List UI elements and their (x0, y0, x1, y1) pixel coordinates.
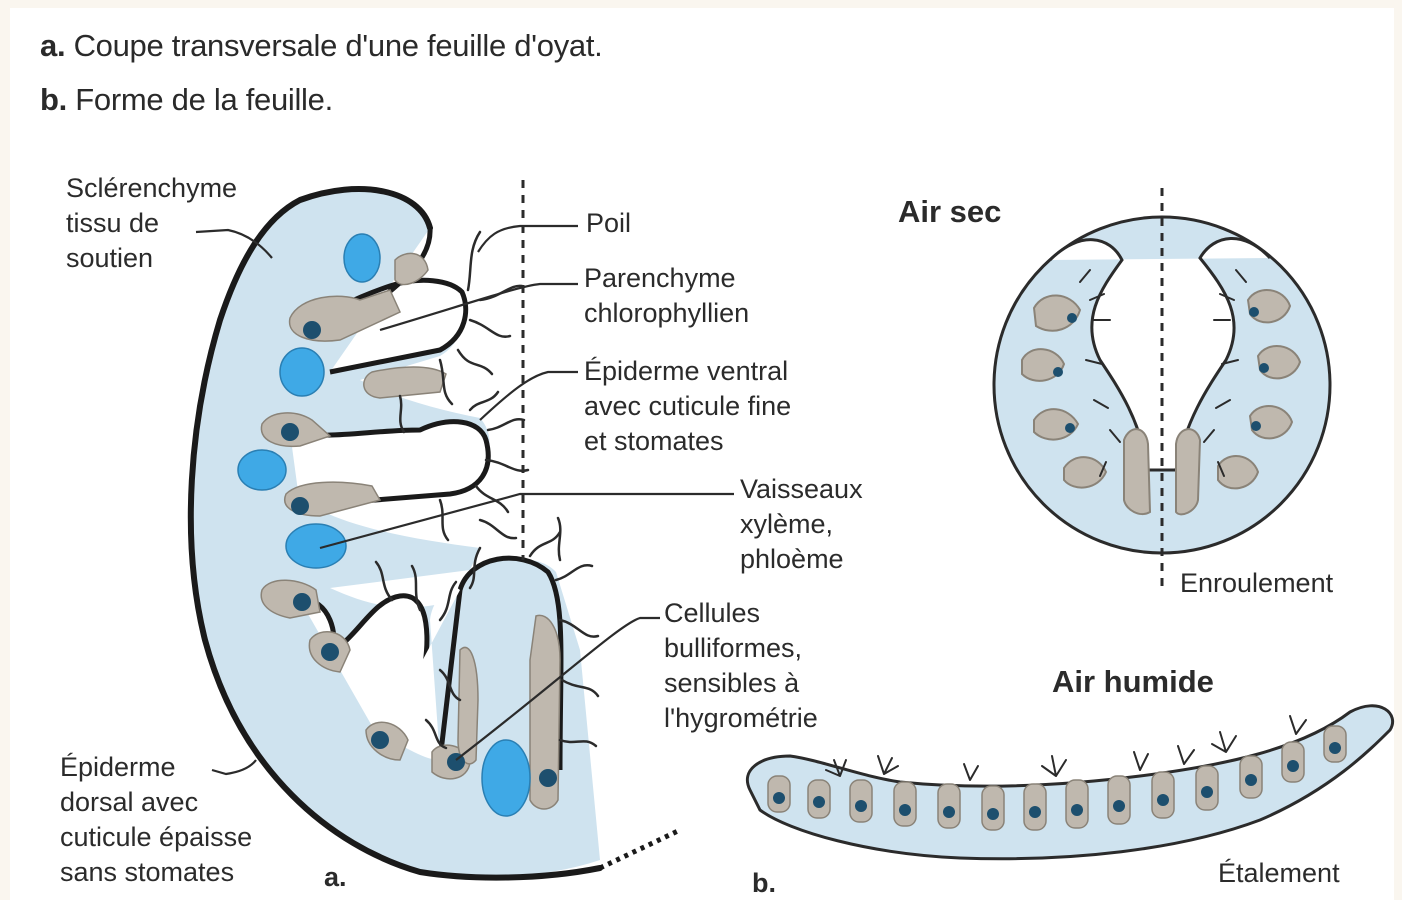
vessel (280, 348, 324, 396)
hair (1212, 732, 1236, 752)
bulliform-cell (899, 804, 911, 816)
bulliform-cell (1065, 423, 1075, 433)
panel-b-flat-leaf (747, 706, 1392, 859)
label-epiderme-dorsal-4: sans stomates (60, 857, 234, 887)
bulliform-cell (773, 792, 785, 804)
bulliform-cell (1053, 367, 1063, 377)
hair (1178, 746, 1194, 764)
vessel (482, 740, 530, 816)
label-parenchyme-1: Parenchyme (584, 263, 736, 293)
bulliform-cell (293, 593, 311, 611)
label-parenchyme-2: chlorophyllien (584, 298, 749, 328)
hair (878, 756, 898, 774)
bulliform-cell (281, 423, 299, 441)
leader-poil (478, 226, 578, 252)
hair (458, 350, 492, 374)
bulliform-cell (943, 806, 955, 818)
hair (440, 500, 448, 540)
label-epiderme-dorsal-3: cuticule épaisse (60, 822, 252, 852)
panel-b-letter: b. (752, 868, 776, 898)
label-vaisseaux-2: xylème, (740, 509, 833, 539)
label-epiderme-dorsal-2: dorsal avec (60, 787, 198, 817)
bulliform-cell (1245, 774, 1257, 786)
vessel (238, 450, 286, 490)
bulliform-cell (1251, 421, 1261, 431)
hair (558, 518, 560, 560)
bulliform-cell (1157, 794, 1169, 806)
vessel (286, 524, 346, 568)
hair (556, 565, 592, 580)
hair (468, 232, 480, 290)
parenchyma-lobe (1124, 429, 1150, 514)
hair (964, 764, 978, 780)
label-cellules-3: sensibles à (664, 668, 800, 698)
hair (530, 532, 560, 556)
label-vaisseaux-1: Vaisseaux (740, 474, 863, 504)
bulliform-cell (1029, 806, 1041, 818)
hair (488, 419, 524, 430)
bulliform-cell (1067, 313, 1077, 323)
label-epiderme-ventral-2: avec cuticule fine (584, 391, 791, 421)
bulliform-cell (987, 808, 999, 820)
hair (470, 320, 510, 337)
label-epiderme-ventral-3: et stomates (584, 426, 724, 456)
label-epiderme-ventral-1: Épiderme ventral (584, 356, 788, 386)
label-air-sec: Air sec (898, 194, 1001, 229)
bulliform-cell (1201, 786, 1213, 798)
label-cellules-1: Cellules (664, 598, 760, 628)
bulliform-cell (1113, 800, 1125, 812)
bulliform-cell (321, 643, 339, 661)
parenchyma-patch (364, 367, 446, 398)
label-sclerenchyme-1: Sclérenchyme (66, 173, 237, 203)
hair (1134, 752, 1148, 770)
parenchyma-lobe (1176, 429, 1200, 514)
dotted-epidermis-end (600, 830, 680, 868)
bulliform-cell (291, 497, 309, 515)
label-poil: Poil (586, 208, 631, 238)
label-sclerenchyme-3: soutien (66, 243, 153, 273)
panel-b-rolled-leaf (994, 188, 1330, 592)
bulliform-cell (1329, 742, 1341, 754)
hair (480, 520, 516, 538)
hair (1042, 756, 1066, 776)
bulliform-cell (1249, 307, 1259, 317)
hair (1290, 716, 1306, 734)
panel-a-letter: a. (324, 862, 347, 892)
label-cellules-4: l'hygrométrie (664, 703, 818, 733)
vessel (344, 234, 380, 282)
label-epiderme-dorsal-1: Épiderme (60, 752, 176, 782)
bulliform-cell (855, 800, 867, 812)
bulliform-cell (1071, 804, 1083, 816)
bulliform-cell (539, 769, 557, 787)
bulliform-cell (1287, 760, 1299, 772)
bulliform-cell (813, 796, 825, 808)
label-sclerenchyme-2: tissu de (66, 208, 159, 238)
label-cellules-2: bulliformes, (664, 633, 802, 663)
bulliform-cell (1259, 363, 1269, 373)
label-vaisseaux-3: phloème (740, 544, 844, 574)
bulliform-cell (371, 731, 389, 749)
leader-epiderme-dorsal (212, 760, 256, 774)
bulliform-cell (303, 321, 321, 339)
label-air-humide: Air humide (1052, 664, 1214, 699)
label-enroulement: Enroulement (1180, 568, 1334, 598)
label-etalement: Étalement (1218, 858, 1340, 888)
